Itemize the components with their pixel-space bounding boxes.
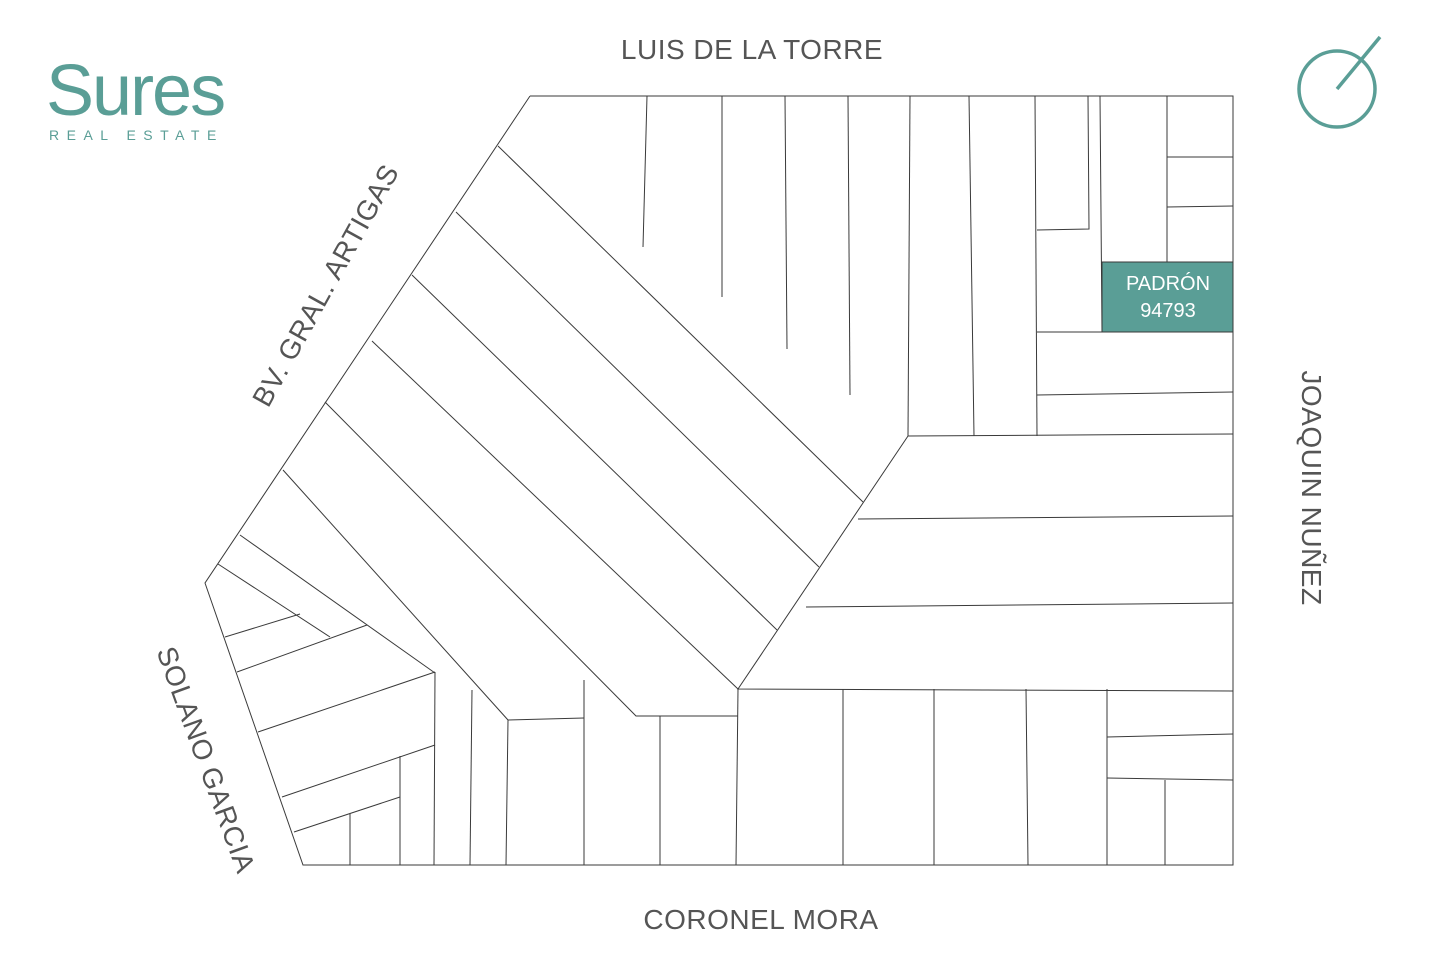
street-label-south: CORONEL MORA [643,904,878,935]
circle-with-diagonal-line-icon [1297,35,1382,129]
block-outline [204,95,1234,866]
street-label-east: JOAQUIN NUÑEZ [1296,370,1327,605]
street-label-northwest: BV. GRAL. ARTIGAS [246,159,405,412]
lot-lines [217,95,1234,866]
highlighted-parcel[interactable]: PADRÓN 94793 [1101,261,1234,333]
brand-logo: Sures REAL ESTATE [46,51,226,143]
street-label-north: LUIS DE LA TORRE [621,34,883,65]
brand-tagline: REAL ESTATE [49,127,224,143]
parcel-label: PADRÓN [1126,272,1210,295]
parcel-number: 94793 [1140,300,1196,322]
brand-name: Sures [46,51,224,131]
street-label-southwest: SOLANO GARCIA [151,642,262,877]
